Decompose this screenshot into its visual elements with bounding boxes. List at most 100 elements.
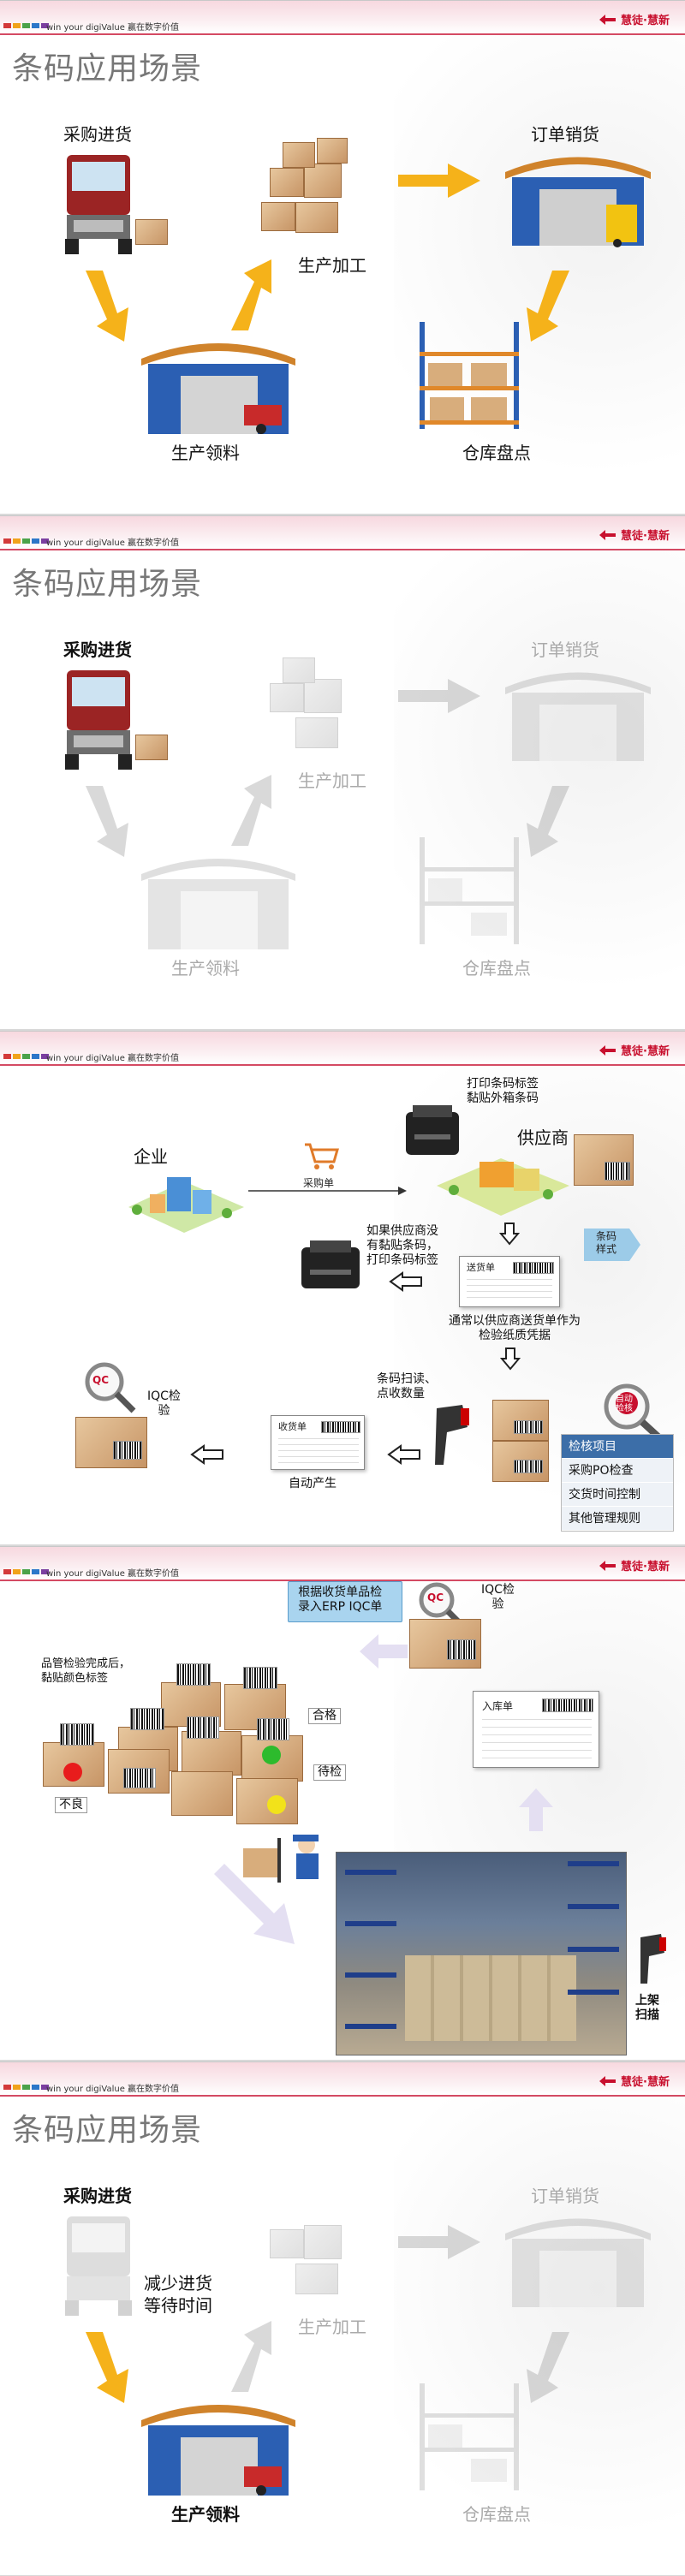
warehouse-in-doc: 入库单 bbox=[473, 1691, 599, 1768]
slide-1: win your digiValue 赢在数字价值 慧徒·慧新 条码应用场景 采… bbox=[0, 0, 685, 514]
slide-title: 条码应用场景 bbox=[12, 44, 202, 88]
label-barcode-style: 条码 样式 bbox=[596, 1230, 616, 1256]
arrow-down-icon bbox=[500, 1347, 521, 1371]
truck-icon bbox=[60, 2208, 137, 2319]
label-production: 生产加工 bbox=[298, 252, 366, 277]
slogan: win your digiValue 赢在数字价值 bbox=[46, 2081, 179, 2094]
warehouse-icon bbox=[497, 653, 659, 764]
slogan: win your digiValue 赢在数字价值 bbox=[46, 535, 179, 548]
label-production: 生产加工 bbox=[298, 767, 366, 792]
label-pending: 待检 bbox=[313, 1764, 346, 1781]
label-inventory: 仓库盘点 bbox=[462, 955, 531, 979]
shelf-icon bbox=[411, 829, 531, 949]
label-purchase: 采购进货 bbox=[63, 121, 132, 146]
scanner-icon bbox=[635, 1932, 673, 1987]
label-bad: 不良 bbox=[55, 1797, 87, 1813]
slide-2: win your digiValue 赢在数字价值 慧徒·慧新 条码应用场景 采… bbox=[0, 515, 685, 1029]
label-shelf: 上架 扫描 bbox=[635, 1994, 659, 2023]
label-inventory: 仓库盘点 bbox=[462, 439, 531, 464]
label-iqc: IQC检 验 bbox=[481, 1583, 515, 1612]
printer-icon bbox=[298, 1239, 363, 1292]
material-warehouse-icon bbox=[133, 842, 304, 953]
truck-icon bbox=[60, 662, 137, 773]
shelf-icon bbox=[411, 313, 531, 433]
menu-header: 检核项目 bbox=[562, 1435, 673, 1459]
cart-icon bbox=[301, 1141, 339, 1170]
label-order: 订单销货 bbox=[531, 2182, 599, 2207]
slogan: win your digiValue 赢在数字价值 bbox=[46, 1566, 179, 1579]
color-strip bbox=[3, 1054, 49, 1059]
arrow-left-icon bbox=[389, 1271, 423, 1292]
label-delivery-note-desc: 通常以供应商送货单作为 检验纸质凭据 bbox=[449, 1314, 581, 1343]
delivery-note-doc: 送货单 bbox=[459, 1256, 560, 1307]
box-icon bbox=[135, 219, 168, 245]
brand-logo: 慧徒·慧新 bbox=[599, 2073, 670, 2089]
arrow-left-icon bbox=[190, 1444, 224, 1465]
label-no-barcode: 如果供应商没 有黏贴条码， 打印条码标签 bbox=[366, 1224, 438, 1268]
supplier-icon bbox=[428, 1143, 574, 1220]
barcode-icon bbox=[514, 1420, 543, 1434]
warehouse-photo bbox=[336, 1852, 627, 2055]
barcode-icon bbox=[113, 1441, 142, 1460]
label-inventory: 仓库盘点 bbox=[462, 2501, 531, 2525]
header-bar: win your digiValue 赢在数字价值 慧徒·慧新 bbox=[0, 1032, 685, 1066]
arrow-right-icon bbox=[396, 159, 482, 202]
header-bar: win your digiValue 赢在数字价值 慧徒·慧新 bbox=[0, 1, 685, 35]
brand-logo: 慧徒·慧新 bbox=[599, 11, 670, 27]
receipt-doc: 收货单 bbox=[271, 1415, 365, 1470]
label-auto-check: 自动 检核 bbox=[616, 1395, 633, 1413]
label-order: 订单销货 bbox=[531, 636, 599, 661]
arrow-up-icon bbox=[517, 1787, 555, 1833]
arrow-left-icon bbox=[387, 1444, 421, 1465]
slide-3: win your digiValue 赢在数字价值 慧徒·慧新 企业 采购单 打… bbox=[0, 1031, 685, 1544]
label-material: 生产领料 bbox=[171, 439, 240, 464]
color-strip bbox=[3, 538, 49, 544]
brand-logo: 慧徒·慧新 bbox=[599, 527, 670, 543]
color-strip bbox=[3, 23, 49, 28]
material-warehouse-icon bbox=[133, 326, 304, 437]
pass-dot bbox=[262, 1746, 281, 1764]
header-bar: win your digiValue 赢在数字价值 慧徒·慧新 bbox=[0, 2062, 685, 2097]
slide-title: 条码应用场景 bbox=[12, 2105, 202, 2150]
receipt-title: 收货单 bbox=[278, 1419, 307, 1433]
menu-item-delivery-time: 交货时间控制 bbox=[562, 1483, 673, 1507]
slide-title: 条码应用场景 bbox=[12, 559, 202, 604]
label-purchase: 采购进货 bbox=[63, 2182, 132, 2207]
pending-dot bbox=[267, 1795, 286, 1814]
menu-item-po: 采购PO检查 bbox=[562, 1459, 673, 1483]
arrow-up-right-icon bbox=[227, 2319, 278, 2396]
brand-logo: 慧徒·慧新 bbox=[599, 1042, 670, 1058]
header-bar: win your digiValue 赢在数字价值 慧徒·慧新 bbox=[0, 1547, 685, 1581]
label-order: 订单销货 bbox=[531, 121, 599, 146]
label-material: 生产领料 bbox=[171, 2501, 240, 2525]
check-menu: 检核项目 采购PO检查 交货时间控制 其他管理规则 bbox=[561, 1434, 674, 1532]
slide-5: win your digiValue 赢在数字价值 慧徒·慧新 条码应用场景 采… bbox=[0, 2061, 685, 2575]
label-pass: 合格 bbox=[308, 1708, 341, 1724]
slide-4: win your digiValue 赢在数字价值 慧徒·慧新 根据收货单品检 … bbox=[0, 1546, 685, 2060]
label-auto: 自动产生 bbox=[289, 1477, 337, 1491]
box-icon bbox=[135, 735, 168, 760]
label-reduce: 减少进货 等待时间 bbox=[144, 2272, 212, 2317]
label-scan: 条码扫读、 点收数量 bbox=[377, 1372, 437, 1401]
arrow-right-icon bbox=[396, 2221, 482, 2264]
menu-item-other-rules: 其他管理规则 bbox=[562, 1507, 673, 1531]
label-iqc: IQC检 验 bbox=[147, 1389, 181, 1419]
warehouse-in-title: 入库单 bbox=[482, 1698, 513, 1713]
barcode-icon bbox=[514, 1460, 543, 1473]
arrow-down-right-icon bbox=[81, 2328, 133, 2405]
barcode-icon bbox=[605, 1162, 630, 1181]
slogan: win your digiValue 赢在数字价值 bbox=[46, 20, 179, 33]
brand-logo: 慧徒·慧新 bbox=[599, 1557, 670, 1574]
delivery-note-title: 送货单 bbox=[467, 1260, 495, 1274]
arrow-down-right-icon bbox=[81, 266, 133, 343]
label-color-label: 品管检验完成后， 黏贴颜色标签 bbox=[41, 1657, 130, 1686]
label-qc: QC bbox=[427, 1591, 444, 1603]
shelf-icon bbox=[411, 2375, 531, 2495]
arrow-right-icon bbox=[396, 675, 482, 717]
arrow-down-right-icon bbox=[206, 1855, 300, 1949]
arrow-up-right-icon bbox=[227, 773, 278, 850]
bad-dot bbox=[63, 1763, 82, 1782]
arrow-down-icon bbox=[499, 1222, 520, 1246]
label-print-label: 打印条码标签 黏贴外箱条码 bbox=[467, 1077, 539, 1106]
arrow-right-line bbox=[248, 1186, 407, 1196]
